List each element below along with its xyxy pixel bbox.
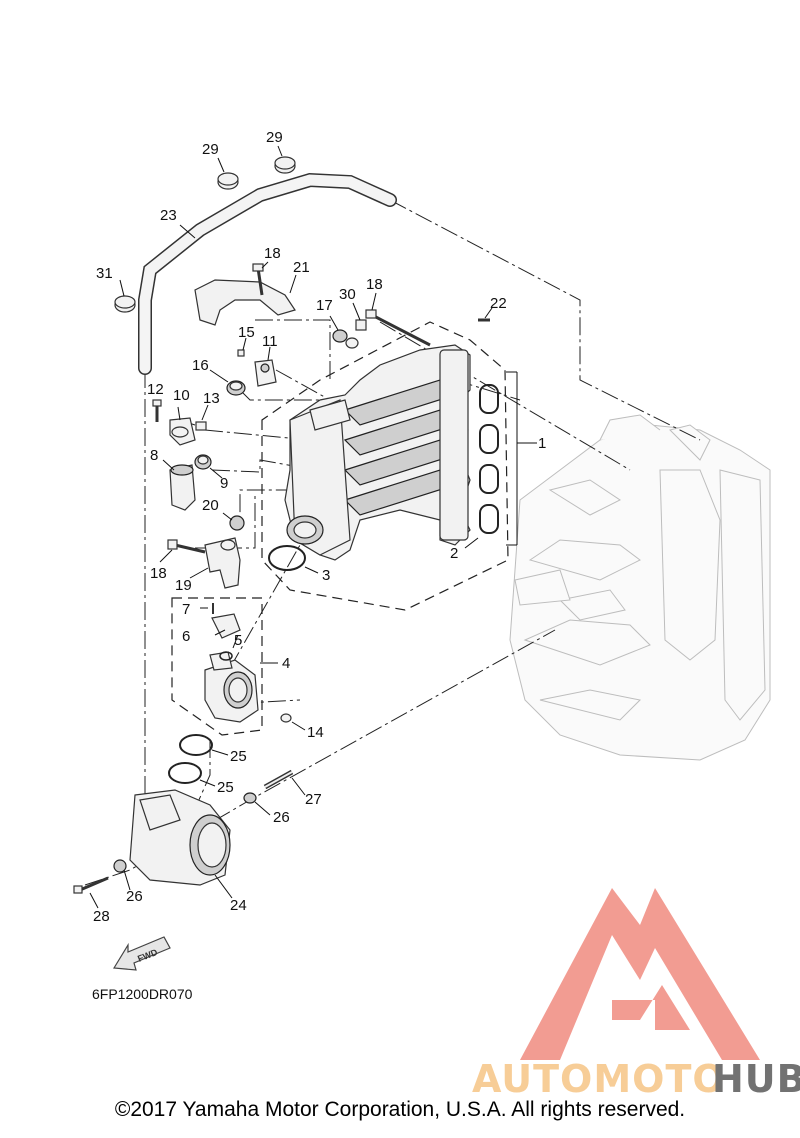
bolt-18-right [365, 309, 431, 347]
o-ring-5 [219, 651, 233, 661]
label-20: 20 [202, 497, 219, 514]
label-12: 12 [147, 381, 164, 398]
grommet-9 [194, 454, 212, 470]
sensor-bracket-10 [169, 417, 196, 446]
label-18-right: 18 [366, 276, 383, 293]
label-16: 16 [192, 357, 209, 374]
label-13: 13 [203, 390, 220, 407]
label-24: 24 [230, 897, 247, 914]
label-19: 19 [175, 577, 192, 594]
throttle-body-assembly-outline [171, 597, 263, 736]
screw-15 [237, 349, 245, 357]
label-31: 31 [96, 265, 113, 282]
stud-27 [263, 769, 294, 790]
part-labels: 1 2 3 4 5 6 7 8 9 10 11 12 13 14 15 16 1… [93, 129, 546, 925]
label-18-top: 18 [264, 245, 281, 262]
grommet-20 [229, 515, 245, 531]
bracket-21 [194, 279, 296, 326]
breather-hose [138, 172, 397, 375]
intake-silencer [129, 789, 231, 886]
fitting-17-30 [332, 319, 367, 349]
nut-26b [113, 859, 127, 873]
diagram-code: 6FP1200DR070 [92, 986, 193, 1002]
label-26a: 26 [273, 809, 290, 826]
label-5: 5 [234, 632, 242, 649]
leader-lines [89, 145, 537, 909]
nut-26a [243, 792, 257, 804]
label-30: 30 [339, 286, 356, 303]
o-ring-25b [168, 762, 202, 784]
hose-clamp-29a [217, 172, 239, 190]
watermark-logo-icon [520, 888, 760, 1060]
o-ring-25a [179, 734, 213, 756]
sensor-6 [211, 613, 241, 639]
nut-14 [280, 713, 292, 723]
label-27: 27 [305, 791, 322, 808]
copyright-notice: ©2017 Yamaha Motor Corporation, U.S.A. A… [114, 1098, 686, 1121]
watermark-brand-part2: HUB [712, 1057, 800, 1101]
grommet-16 [226, 380, 246, 396]
label-8: 8 [150, 447, 158, 464]
label-14: 14 [307, 724, 324, 741]
label-25a: 25 [230, 748, 247, 765]
label-17: 17 [316, 297, 333, 314]
bolt-18-left [167, 539, 206, 554]
manifold-gaskets [479, 384, 499, 534]
label-28: 28 [93, 908, 110, 925]
label-15: 15 [238, 324, 255, 341]
automotohub-watermark: AUTOMOTO HUB [472, 888, 800, 1101]
label-21: 21 [293, 259, 310, 276]
label-29a: 29 [202, 141, 219, 158]
bolt-28 [73, 876, 109, 894]
label-10: 10 [173, 387, 190, 404]
label-11: 11 [262, 333, 278, 350]
valve-8 [169, 464, 196, 511]
watermark-brand-part1: AUTOMOTO [472, 1057, 726, 1101]
label-23: 23 [160, 207, 177, 224]
label-22: 22 [490, 295, 507, 312]
label-2: 2 [450, 545, 458, 562]
label-29b: 29 [266, 129, 283, 146]
manifold-assembly-outline [261, 321, 509, 611]
fitting-11 [254, 359, 277, 387]
label-6: 6 [182, 628, 190, 645]
label-1: 1 [538, 435, 546, 452]
label-9: 9 [220, 475, 228, 492]
label-26b: 26 [126, 888, 143, 905]
o-ring-3 [268, 545, 306, 571]
label-25b: 25 [217, 779, 234, 796]
label-18-left: 18 [150, 565, 167, 582]
engine-block-ghost [509, 414, 771, 761]
bolt-12 [152, 399, 162, 422]
label-4: 4 [282, 655, 290, 672]
label-7: 7 [182, 601, 190, 618]
throttle-body [204, 651, 259, 723]
label-3: 3 [322, 567, 330, 584]
bolt-13 [195, 421, 207, 431]
fwd-arrow-icon: FWD [112, 936, 171, 971]
intake-manifold [284, 344, 471, 561]
hose-clamp-31 [114, 295, 136, 313]
hose-clamp-29b [274, 156, 296, 174]
bracket-19 [204, 537, 241, 589]
